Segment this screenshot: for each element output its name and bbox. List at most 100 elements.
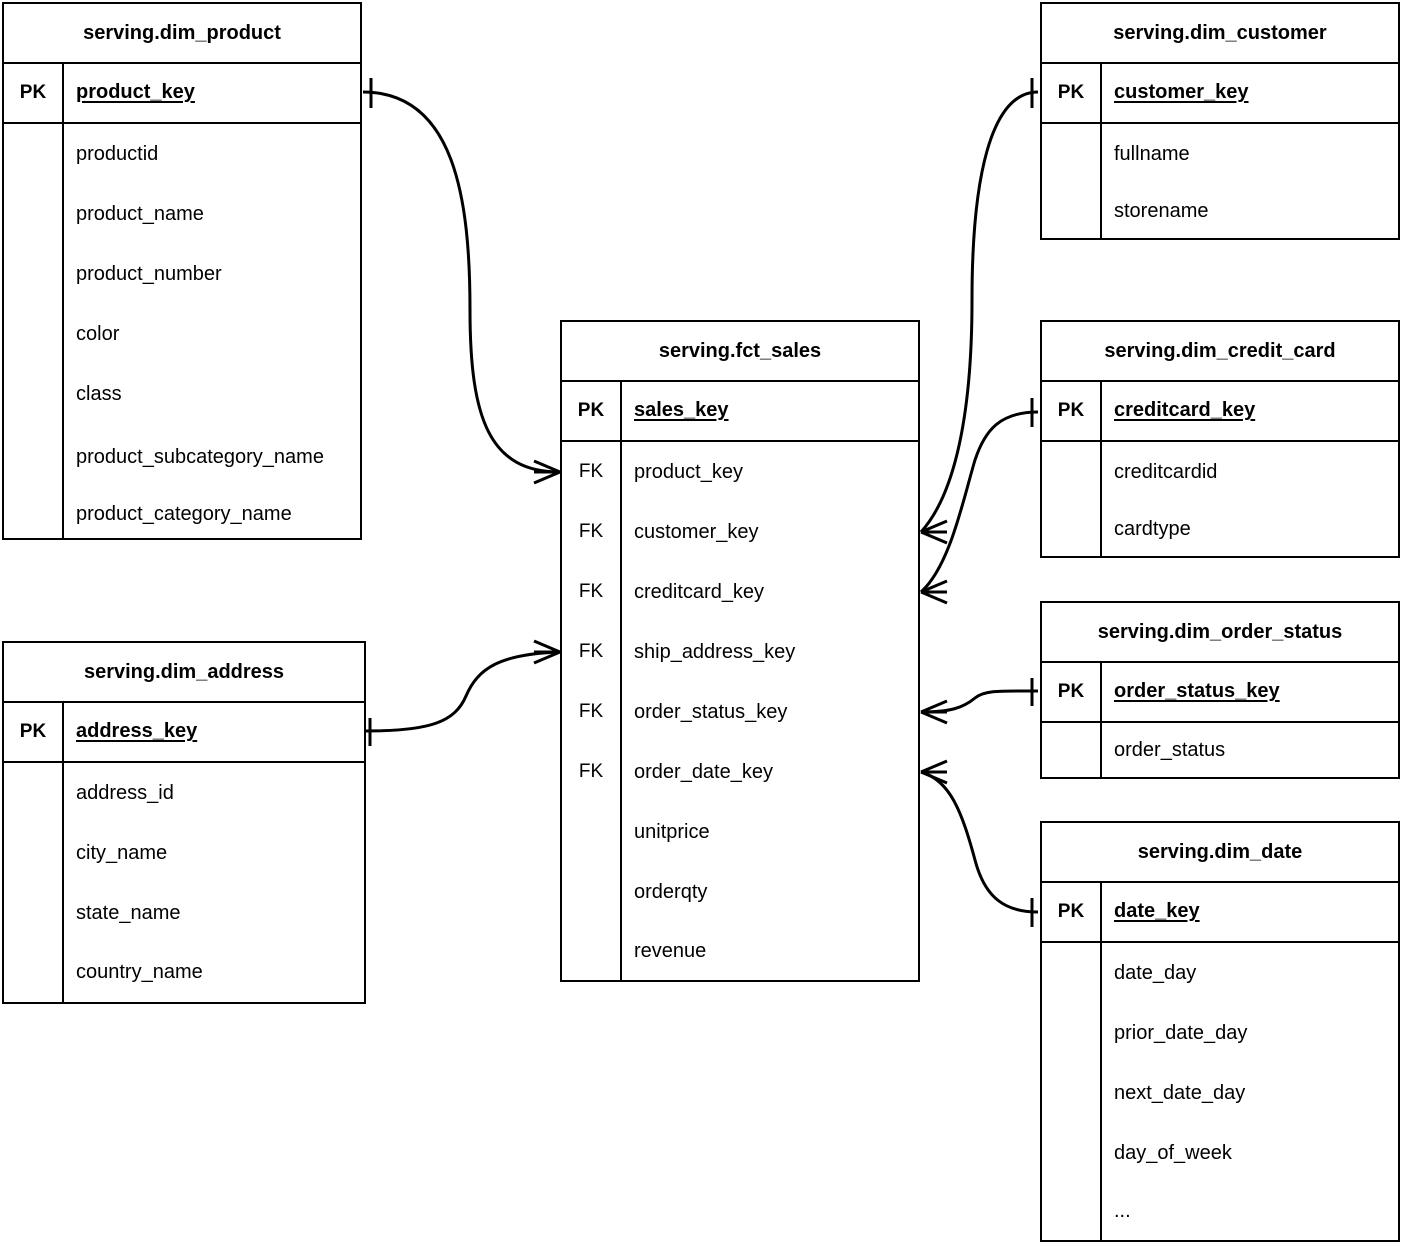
- column-name: product_number: [76, 262, 222, 285]
- column-name: class: [76, 382, 122, 405]
- key-slot: [1042, 124, 1100, 184]
- key-slot: [4, 184, 62, 244]
- pk-row[interactable]: PK customer_key: [1042, 64, 1398, 124]
- entity-title: serving.dim_customer: [1042, 4, 1398, 64]
- name-column: creditcardid cardtype: [1102, 442, 1398, 556]
- column-name: customer_key: [634, 520, 759, 543]
- pk-column-name: date_key: [1114, 900, 1200, 923]
- entity-dim-customer[interactable]: serving.dim_customer PK customer_key ful…: [1040, 2, 1400, 240]
- entity-title: serving.dim_product: [4, 4, 360, 64]
- entity-fct-sales[interactable]: serving.fct_sales PK sales_key FK FK FK …: [560, 320, 920, 982]
- column-name: ship_address_key: [634, 640, 796, 663]
- column-name: color: [76, 322, 120, 345]
- key-column: FK FK FK FK FK FK: [562, 442, 622, 980]
- entity-title: serving.fct_sales: [562, 322, 918, 382]
- pk-row[interactable]: PK order_status_key: [1042, 663, 1398, 723]
- column-name: order_date_key: [634, 760, 773, 783]
- column-name: city_name: [76, 841, 168, 864]
- fk-badge: FK: [578, 521, 604, 542]
- pk-badge: PK: [1042, 64, 1102, 122]
- name-column: order_status: [1102, 723, 1398, 777]
- column-name: creditcardid: [1114, 460, 1218, 483]
- pk-badge: PK: [1042, 883, 1102, 941]
- pk-column-name: sales_key: [634, 399, 729, 422]
- column-name: next_date_day: [1114, 1081, 1246, 1104]
- key-slot: [4, 244, 62, 304]
- name-column: date_day prior_date_day next_date_day da…: [1102, 943, 1398, 1240]
- fk-badge: FK: [578, 461, 604, 482]
- entity-dim-address[interactable]: serving.dim_address PK address_key addre…: [2, 641, 366, 1004]
- column-name: order_status: [1114, 738, 1226, 761]
- pk-row[interactable]: PK date_key: [1042, 883, 1398, 943]
- key-column: [1042, 124, 1102, 238]
- fk-badge: FK: [578, 581, 604, 602]
- column-list: date_day prior_date_day next_date_day da…: [1042, 943, 1398, 1240]
- column-list: creditcardid cardtype: [1042, 442, 1398, 556]
- pk-row[interactable]: PK product_key: [4, 64, 360, 124]
- pk-badge: PK: [4, 64, 64, 122]
- key-slot: [1042, 1123, 1100, 1183]
- relationship-date: [920, 759, 1039, 927]
- fk-badge: FK: [578, 641, 604, 662]
- pk-badge: PK: [1042, 382, 1102, 440]
- name-column: product_key customer_key creditcard_key …: [622, 442, 918, 980]
- column-name: order_status_key: [634, 700, 788, 723]
- column-name: fullname: [1114, 142, 1190, 165]
- key-slot: [1042, 1183, 1100, 1240]
- key-slot: [4, 124, 62, 184]
- key-slot: [4, 943, 62, 1002]
- column-name: product_subcategory_name: [76, 445, 324, 468]
- pk-row[interactable]: PK address_key: [4, 703, 364, 763]
- column-name: orderqty: [634, 880, 708, 903]
- column-name: productid: [76, 142, 159, 165]
- name-column: productid product_name product_number co…: [64, 124, 360, 538]
- column-list: order_status: [1042, 723, 1398, 777]
- column-name: address_id: [76, 781, 174, 804]
- pk-badge: PK: [4, 703, 64, 761]
- column-list: productid product_name product_number co…: [4, 124, 360, 538]
- entity-dim-order-status[interactable]: serving.dim_order_status PK order_status…: [1040, 601, 1400, 779]
- key-slot: [1042, 723, 1100, 777]
- key-slot: [562, 862, 620, 922]
- entity-dim-credit-card[interactable]: serving.dim_credit_card PK creditcard_ke…: [1040, 320, 1400, 558]
- column-name: country_name: [76, 961, 203, 983]
- column-name: product_name: [76, 202, 204, 225]
- column-name: creditcard_key: [634, 580, 765, 603]
- key-slot: [4, 490, 62, 538]
- name-column: fullname storename: [1102, 124, 1398, 238]
- column-name: storename: [1114, 199, 1209, 222]
- column-list: fullname storename: [1042, 124, 1398, 238]
- column-name: cardtype: [1114, 517, 1191, 540]
- column-name: date_day: [1114, 961, 1197, 984]
- key-slot: [1042, 502, 1100, 556]
- relationship-customer: [919, 78, 1039, 545]
- relationship-creditcard: [919, 398, 1039, 605]
- pk-badge: PK: [562, 382, 622, 440]
- pk-row[interactable]: PK sales_key: [562, 382, 918, 442]
- relationship-address: [365, 639, 561, 746]
- column-name: revenue: [634, 939, 707, 962]
- pk-column-name: product_key: [76, 81, 195, 104]
- key-column: [4, 763, 64, 1002]
- key-slot: [1042, 184, 1100, 238]
- pk-row[interactable]: PK creditcard_key: [1042, 382, 1398, 442]
- entity-dim-date[interactable]: serving.dim_date PK date_key date_day pr…: [1040, 821, 1400, 1242]
- column-list: address_id city_name state_name country_…: [4, 763, 364, 1002]
- relationship-order-status: [920, 678, 1039, 725]
- column-name: prior_date_day: [1114, 1021, 1248, 1044]
- column-name: day_of_week: [1114, 1141, 1232, 1164]
- column-name: product_key: [634, 460, 743, 483]
- fk-badge: FK: [578, 761, 604, 782]
- entity-title: serving.dim_order_status: [1042, 603, 1398, 663]
- key-slot: [1042, 1003, 1100, 1063]
- entity-title: serving.dim_credit_card: [1042, 322, 1398, 382]
- entity-title: serving.dim_address: [4, 643, 364, 703]
- entity-dim-product[interactable]: serving.dim_product PK product_key produ…: [2, 2, 362, 540]
- fk-badge: FK: [578, 701, 604, 722]
- key-slot: [1042, 943, 1100, 1003]
- key-slot: [4, 364, 62, 424]
- key-slot: [1042, 442, 1100, 502]
- column-list: FK FK FK FK FK FK product_key customer_k…: [562, 442, 918, 980]
- key-slot: [562, 922, 620, 980]
- key-slot: [562, 802, 620, 862]
